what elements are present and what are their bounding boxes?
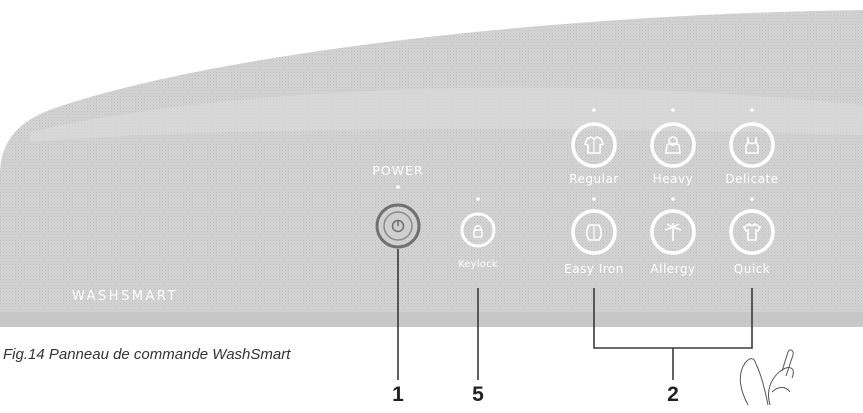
palm-tree-icon: [662, 221, 684, 243]
callout-number-programs: 2: [667, 383, 679, 406]
program-label-easy-iron: Easy Iron: [564, 262, 624, 276]
panel-body: [0, 10, 863, 327]
hand-sketch: [739, 349, 794, 406]
program-button-delicate[interactable]: [729, 122, 775, 168]
program-ring-quick: [729, 209, 775, 255]
program-button-quick[interactable]: [729, 209, 775, 255]
power-indicator-dot: [396, 185, 400, 189]
power-button-ring: [375, 203, 421, 249]
callout-number-keylock: 5: [472, 383, 484, 406]
program-label-delicate: Delicate: [725, 172, 779, 186]
keylock-label: Keylock: [458, 259, 498, 270]
keylock-button-ring: [460, 212, 496, 248]
program-dot-quick: [750, 197, 754, 201]
lock-icon: [472, 223, 484, 238]
program-button-heavy[interactable]: [650, 122, 696, 168]
program-dot-delicate: [750, 108, 754, 112]
program-dot-easy-iron: [592, 197, 596, 201]
tshirt-icon: [741, 221, 763, 243]
program-ring-regular: [571, 122, 617, 168]
program-button-allergy[interactable]: [650, 209, 696, 255]
program-label-regular: Regular: [569, 172, 619, 186]
program-ring-easy-iron: [571, 209, 617, 255]
program-button-regular[interactable]: [571, 122, 617, 168]
keylock-indicator-dot: [476, 197, 480, 201]
program-label-heavy: Heavy: [652, 172, 694, 186]
program-ring-allergy: [650, 209, 696, 255]
camisole-icon: [741, 134, 763, 156]
jacket-icon: [662, 134, 684, 156]
program-label-allergy: Allergy: [650, 262, 696, 276]
power-icon: [390, 218, 406, 234]
program-dot-heavy: [671, 108, 675, 112]
callout-number-power: 1: [392, 383, 404, 406]
program-label-quick: Quick: [733, 262, 771, 276]
easy-iron-icon: [583, 221, 605, 243]
program-ring-heavy: [650, 122, 696, 168]
shirt-icon: [583, 134, 605, 156]
power-label: POWER: [372, 163, 424, 178]
program-dot-regular: [592, 108, 596, 112]
program-dot-allergy: [671, 197, 675, 201]
figure-caption: Fig.14 Panneau de commande WashSmart: [3, 346, 291, 363]
panel-top-band: [30, 87, 863, 142]
brand-logo: WASHSMART: [72, 289, 178, 304]
program-ring-delicate: [729, 122, 775, 168]
power-button[interactable]: [375, 203, 421, 249]
panel-bottom-strip: [0, 312, 863, 327]
program-button-easy-iron[interactable]: [571, 209, 617, 255]
keylock-button[interactable]: [460, 212, 496, 248]
